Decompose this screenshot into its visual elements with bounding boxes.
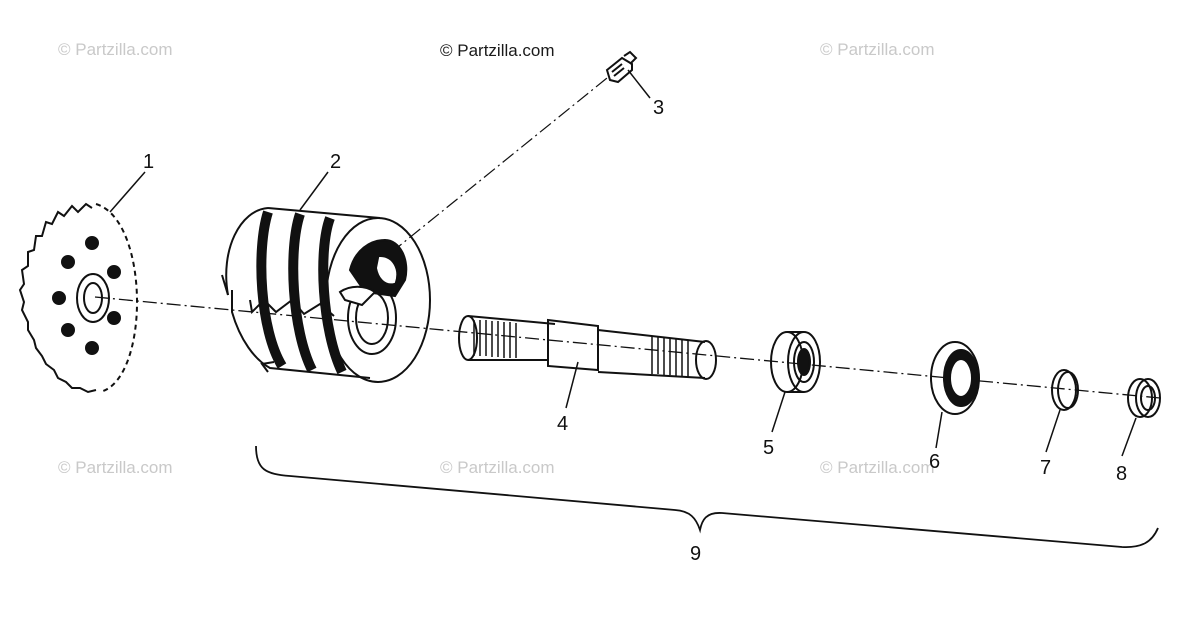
callout-7: 7 (1040, 457, 1052, 479)
callout-3: 3 (653, 97, 665, 119)
callout-5: 5 (763, 437, 775, 459)
callout-4: 4 (557, 413, 569, 435)
callout-2: 2 (330, 151, 342, 173)
callout-1: 1 (143, 151, 155, 173)
center-axis-line (94, 296, 1161, 399)
callout-8: 8 (1116, 463, 1128, 485)
watermark: © Partzilla.com (58, 40, 173, 59)
callout-9: 9 (690, 543, 702, 565)
watermark: © Partzilla.com (58, 458, 173, 477)
part-seal (930, 341, 980, 415)
watermark: © Partzilla.com (820, 458, 935, 477)
part-sprocket (18, 202, 138, 394)
part-bushing (1127, 378, 1161, 418)
assembly-bracket (255, 445, 1159, 548)
leader-lines (109, 69, 1137, 457)
part-ring (1051, 369, 1079, 411)
screw-axis-line (371, 73, 613, 269)
watermark: © Partzilla.com (440, 458, 555, 477)
watermark: © Partzilla.com (820, 40, 935, 59)
part-screw (605, 50, 638, 84)
part-drum (221, 207, 431, 383)
part-bearing (770, 331, 821, 393)
part-shaft (458, 315, 717, 380)
callout-6: 6 (929, 451, 941, 473)
copyright-label: © Partzilla.com (440, 41, 555, 60)
